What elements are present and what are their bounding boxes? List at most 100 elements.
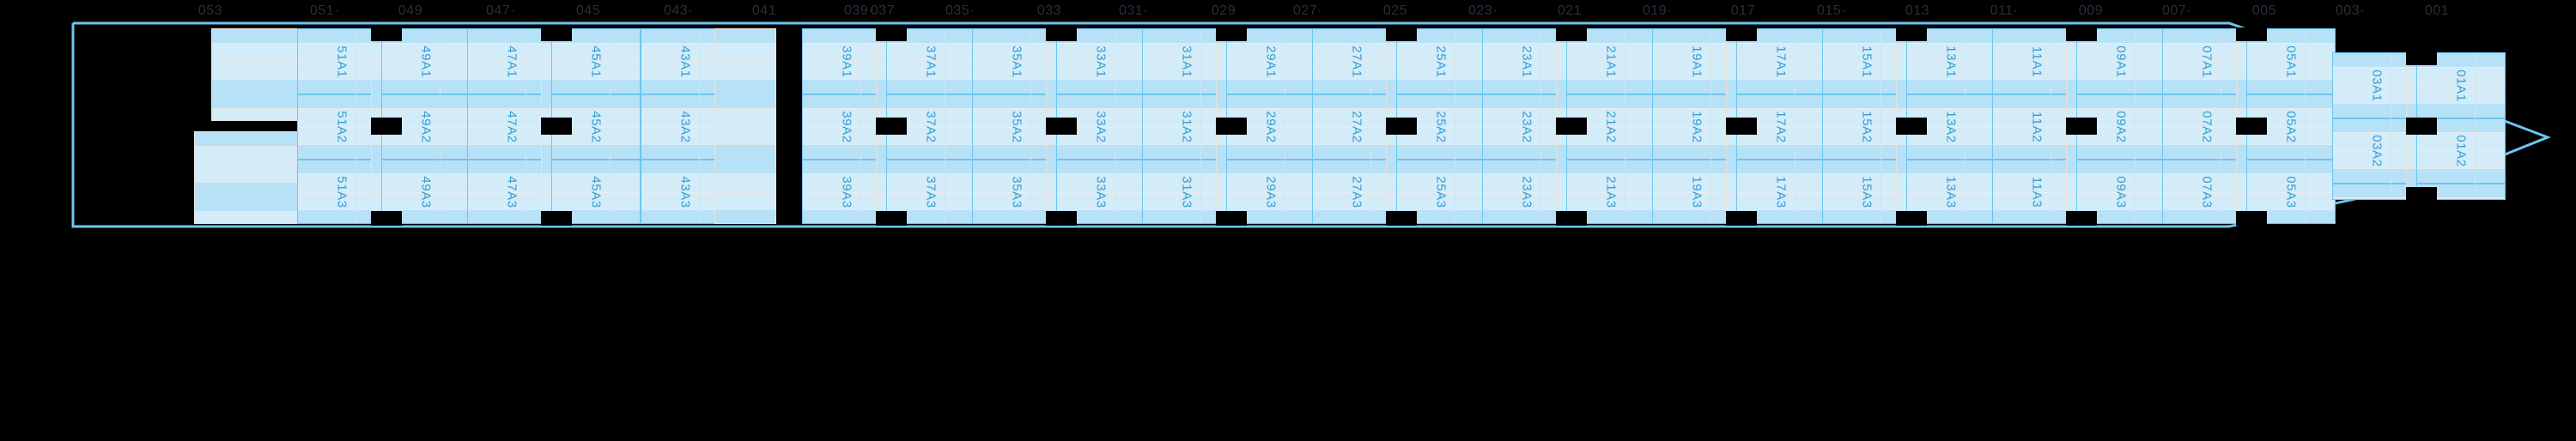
tier-divider — [1907, 108, 1995, 109]
empty-slot-column[interactable] — [194, 131, 307, 224]
tier-band — [803, 62, 890, 79]
tier-band — [2333, 151, 2421, 168]
hold-divider — [1907, 94, 1995, 95]
tier-divider — [2077, 209, 2165, 210]
tier-band — [552, 29, 640, 43]
bay-number-033: 033 — [1037, 3, 1061, 19]
tier-divider — [1823, 79, 1911, 80]
tier-divider — [1313, 173, 1400, 174]
bay-stack-01[interactable]: 01A101A201A3 — [2416, 52, 2506, 200]
bay-number-text: 003 — [2335, 3, 2360, 18]
tier-divider — [1823, 209, 1911, 210]
tier-band — [1653, 144, 1741, 160]
tier-divider — [552, 127, 640, 128]
lashing-bridge-notch — [371, 27, 402, 41]
slot-label: 19A1 — [1689, 45, 1704, 78]
tier-divider — [298, 209, 386, 210]
slot-label: 23A1 — [1519, 45, 1534, 78]
tier-band — [1397, 160, 1485, 173]
slot-label: 25A3 — [1433, 176, 1449, 208]
tier-band — [468, 62, 556, 79]
slot-label: 43A3 — [677, 176, 693, 208]
tier-divider — [1653, 108, 1741, 109]
slot-label: 17A1 — [1773, 45, 1789, 78]
tier-divider — [641, 144, 729, 145]
bay-number-015: 015· — [1817, 3, 1846, 19]
slot-label: 25A1 — [1433, 45, 1449, 78]
tier-band — [1227, 29, 1315, 43]
empty-slot-column[interactable] — [211, 28, 307, 121]
hold-divider — [1227, 94, 1315, 95]
lashing-bridge-notch — [1556, 118, 1587, 135]
tier-band — [1653, 160, 1741, 173]
bay-number-017: 017 — [1731, 3, 1755, 19]
bay-stack-blank-aft-upper[interactable] — [211, 28, 307, 121]
tier-band — [803, 209, 890, 223]
tier-band — [2417, 184, 2505, 197]
tier-divider — [1313, 62, 1400, 63]
tier-band — [2163, 127, 2251, 144]
slot-label: 09A3 — [2113, 176, 2129, 208]
tier-band — [298, 192, 386, 209]
tier-band — [803, 127, 890, 144]
tier-band — [641, 127, 729, 144]
tier-band — [382, 79, 470, 94]
tier-divider — [1313, 43, 1400, 44]
slot-label: 29A3 — [1263, 176, 1279, 208]
tier-band — [552, 192, 640, 209]
tier-divider — [1907, 192, 1995, 193]
bay-stack-41[interactable] — [714, 28, 776, 224]
tier-band — [2333, 168, 2421, 184]
lashing-bridge-notch — [2066, 118, 2097, 135]
tier-divider — [2077, 62, 2165, 63]
tier-band — [1907, 209, 1995, 223]
tier-band — [887, 192, 975, 209]
tier-divider — [2163, 192, 2251, 193]
tier-band — [2247, 209, 2335, 223]
bay-stack-blank-aft-lower[interactable] — [194, 131, 307, 224]
slot-label: 39A2 — [839, 111, 854, 143]
container-stack-column[interactable]: 01A101A201A3 — [2416, 52, 2506, 200]
tier-band — [2077, 29, 2165, 43]
slot-label: 21A1 — [1603, 45, 1619, 78]
bay-number-text: 027 — [1292, 3, 1318, 18]
tier-divider — [195, 146, 307, 147]
slot-label: 35A1 — [1009, 45, 1024, 78]
lashing-bridge-notch — [2236, 211, 2267, 226]
tier-divider — [1907, 144, 1995, 145]
bay-marker-icon: · — [969, 3, 975, 18]
hold-divider — [1993, 159, 2081, 160]
slot-label: 43A1 — [677, 45, 693, 78]
slot-label: 01A1 — [2453, 69, 2469, 102]
tier-band — [1227, 108, 1315, 127]
lashing-bridge-notch — [371, 211, 402, 226]
tier-divider — [1227, 127, 1315, 128]
tier-divider — [2247, 192, 2335, 193]
tier-band — [212, 29, 307, 43]
tier-band — [803, 79, 890, 94]
tier-divider — [1653, 144, 1741, 145]
tier-divider — [468, 62, 556, 63]
empty-slot-column[interactable] — [714, 28, 776, 224]
tier-divider — [1653, 209, 1741, 210]
tier-divider — [552, 209, 640, 210]
tier-band — [973, 62, 1060, 79]
tier-band — [382, 173, 470, 192]
tier-band — [1143, 29, 1230, 43]
